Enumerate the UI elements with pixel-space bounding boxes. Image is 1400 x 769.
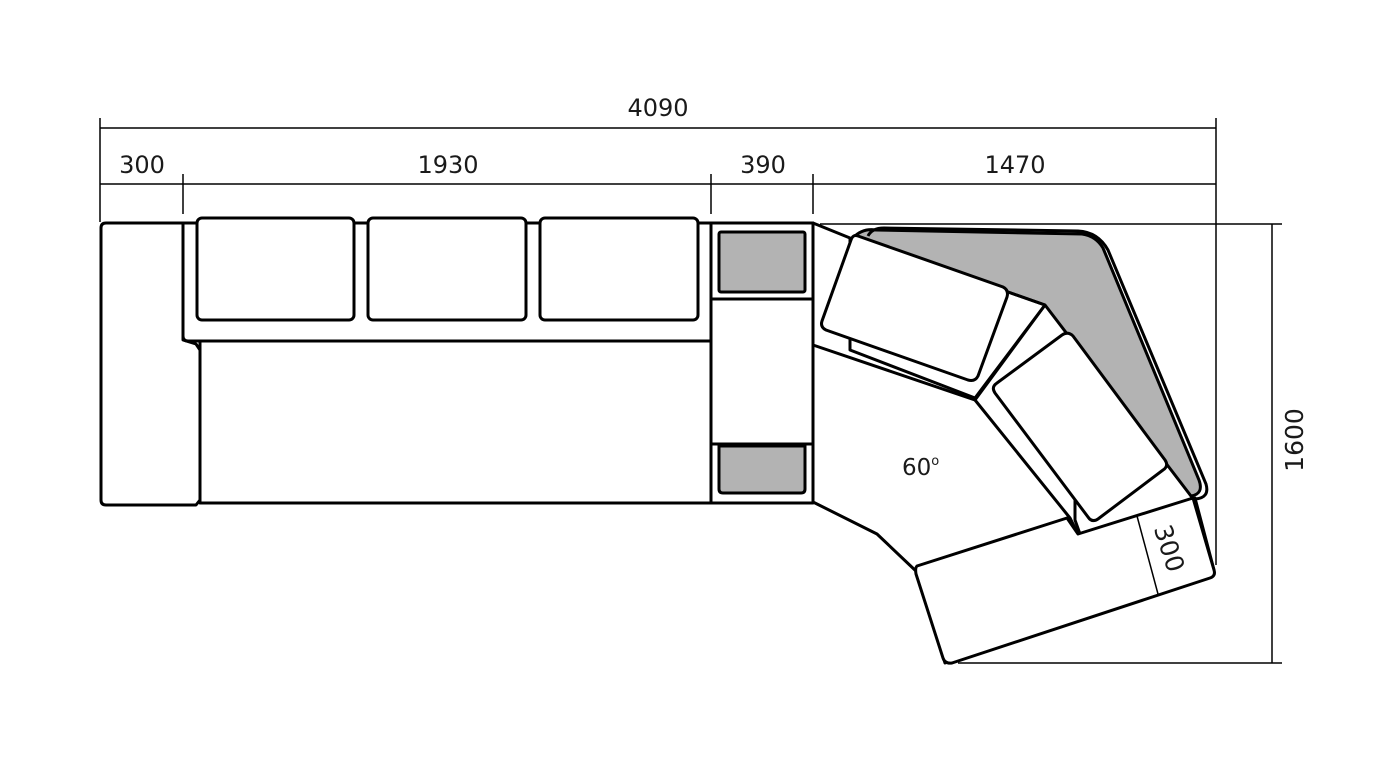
console-bottom-shelf [717, 444, 807, 495]
console-width-label: 390 [740, 151, 786, 179]
total-width-label: 4090 [627, 94, 688, 122]
corner-cushion-2 [991, 331, 1169, 523]
back-cushion-2 [366, 216, 528, 322]
corner-angle-label: 60o [902, 454, 939, 481]
back-cushion-1 [195, 216, 356, 322]
corner-cushion-1 [820, 234, 1009, 382]
end-armrest [914, 496, 1216, 665]
armrest-width-label: 300 [119, 151, 165, 179]
console-top-shelf [717, 230, 807, 294]
corner-back-shelf [850, 228, 1202, 498]
dimension-lines [99, 118, 1282, 664]
back-cushion-3 [538, 216, 700, 322]
total-depth-label: 1600 [1280, 408, 1309, 472]
straight-sofa-seat [198, 339, 713, 505]
corner-section-label: 1470 [984, 151, 1045, 179]
straight-section-label: 1930 [417, 151, 478, 179]
